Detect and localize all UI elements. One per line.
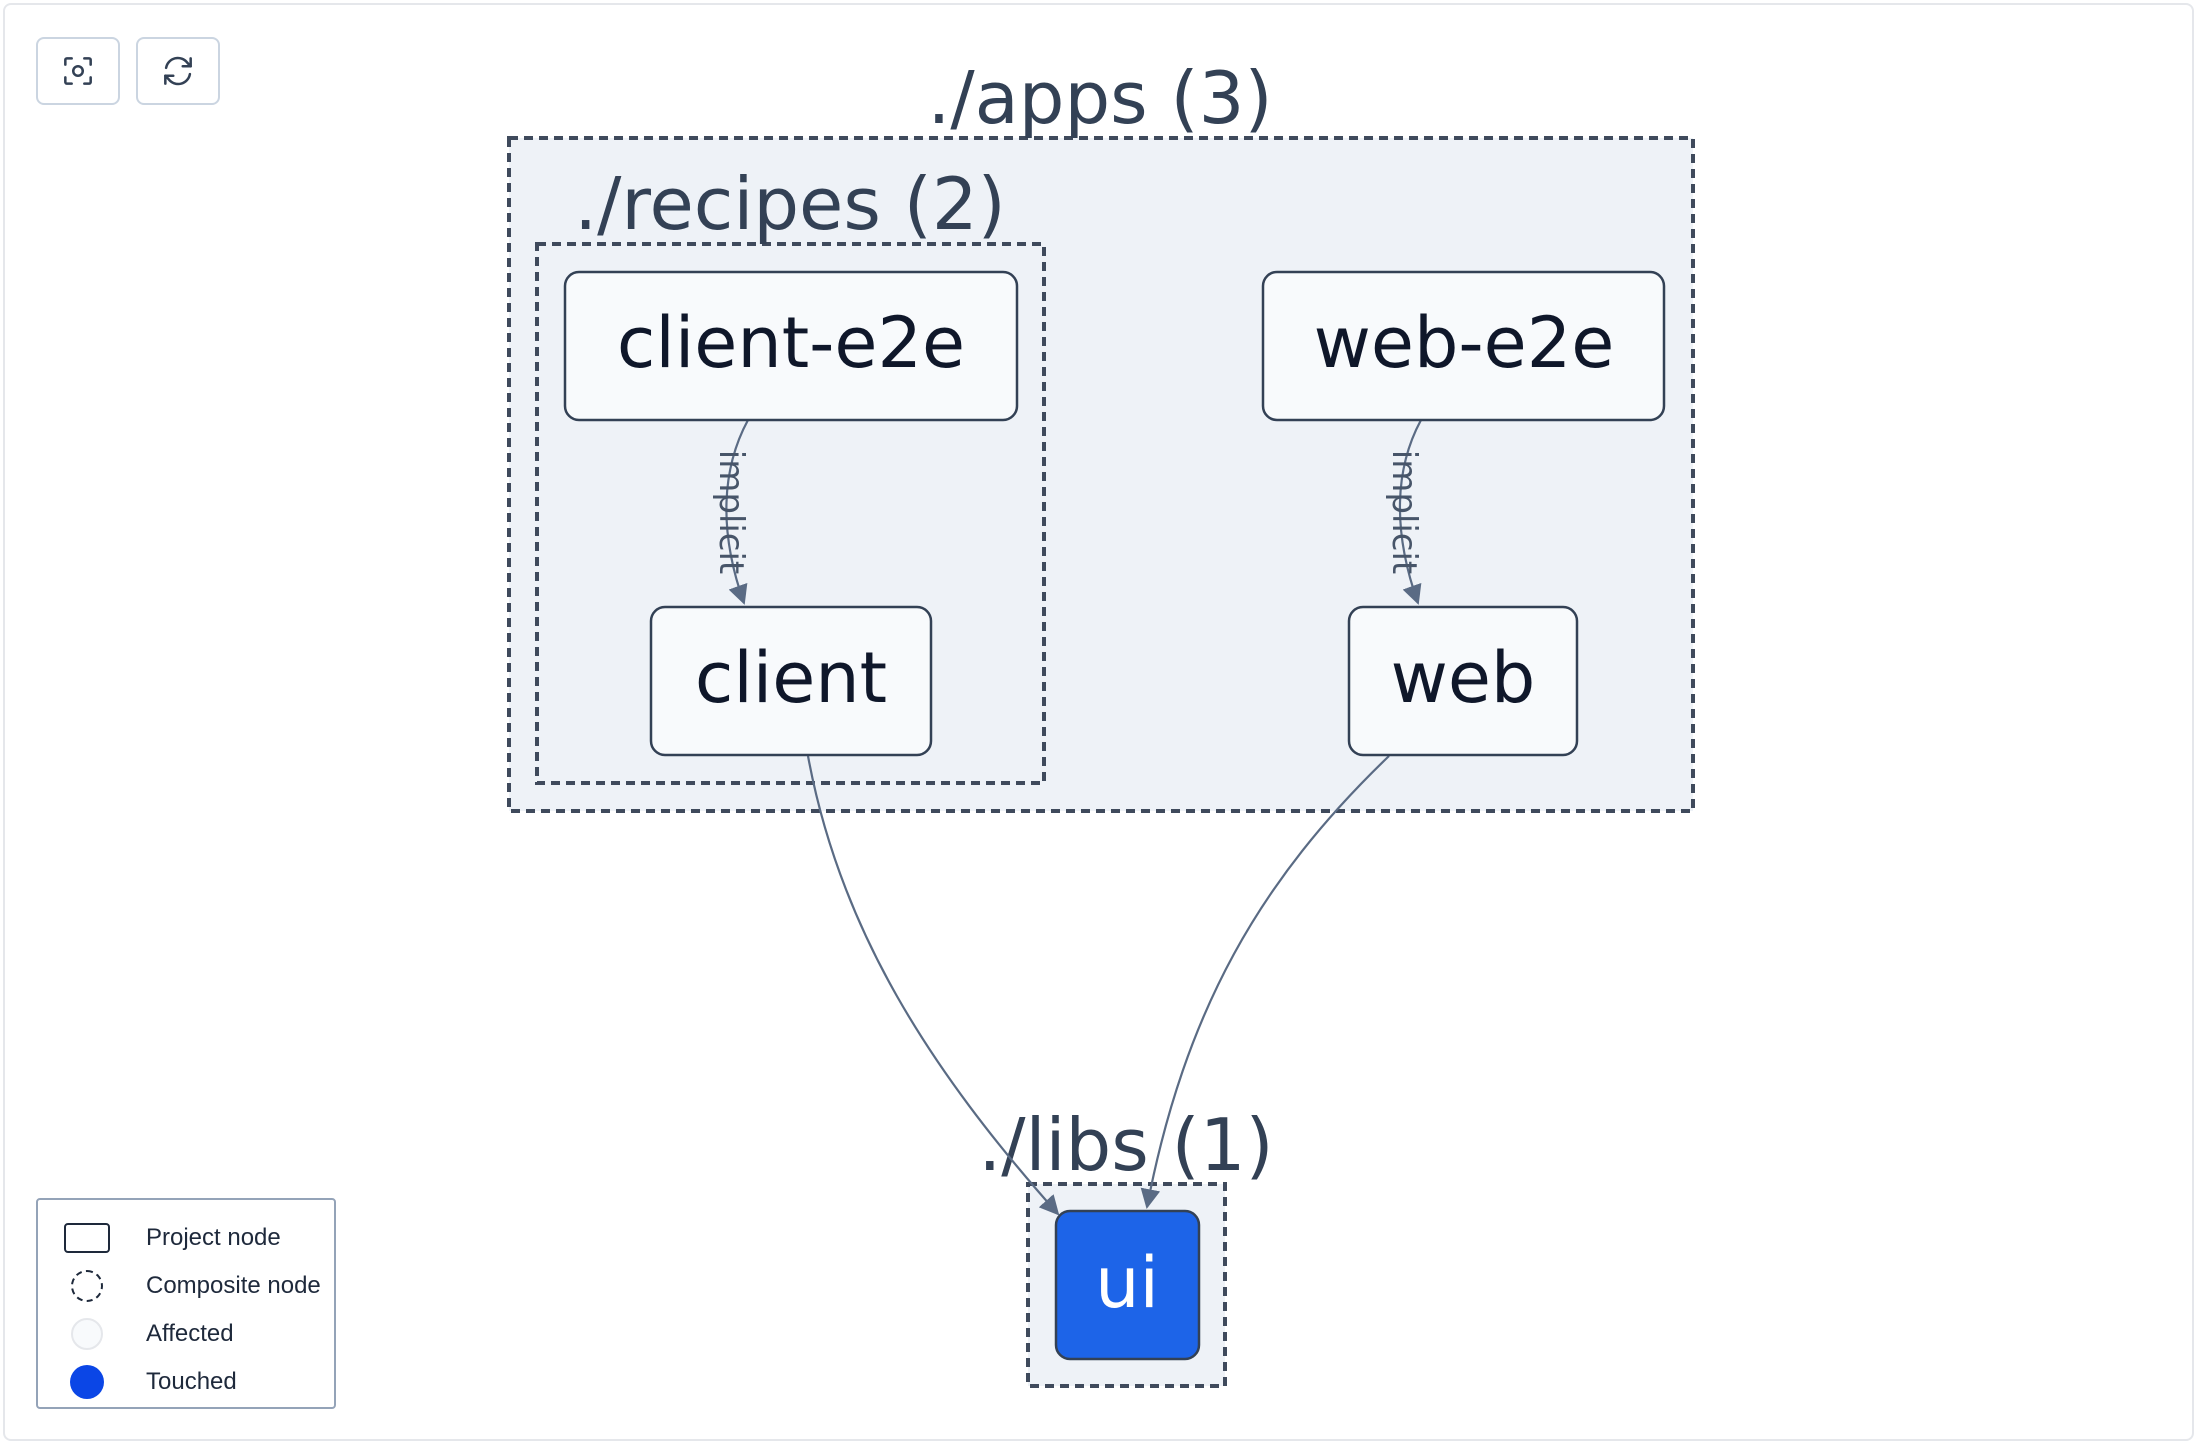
legend-item-project: Project node — [62, 1214, 334, 1262]
edge-label-implicit: implicit — [1384, 450, 1424, 575]
node-client[interactable]: client — [649, 605, 933, 757]
project-node-icon — [64, 1223, 110, 1253]
node-label: web-e2e — [1314, 302, 1615, 384]
node-label: client-e2e — [617, 302, 965, 384]
refresh-icon — [164, 56, 192, 86]
refresh-button[interactable] — [136, 37, 220, 105]
edge-web-e2e-to-web[interactable]: implicit — [1384, 419, 1424, 605]
node-label: client — [695, 637, 887, 719]
legend-label: Touched — [146, 1368, 237, 1395]
focus-camera-icon — [64, 57, 92, 85]
edge-client-to-ui[interactable] — [806, 755, 1060, 1216]
group-apps-label: ./apps (3) — [927, 56, 1272, 140]
affected-icon — [71, 1318, 103, 1350]
node-web-e2e[interactable]: web-e2e — [1261, 270, 1666, 422]
node-label: ui — [1095, 1242, 1159, 1324]
node-web[interactable]: web — [1347, 605, 1579, 757]
legend-item-touched: Touched — [62, 1358, 334, 1406]
touched-icon — [70, 1365, 104, 1399]
group-libs-label: ./libs (1) — [978, 1103, 1273, 1187]
legend: Project node Composite node Affected Tou… — [36, 1198, 336, 1409]
legend-item-affected: Affected — [62, 1310, 334, 1358]
legend-label: Composite node — [146, 1272, 321, 1299]
legend-item-composite: Composite node — [62, 1262, 334, 1310]
node-client-e2e[interactable]: client-e2e — [563, 270, 1019, 422]
legend-label: Affected — [146, 1320, 234, 1347]
composite-node-icon — [71, 1270, 103, 1302]
edge-client-e2e-to-client[interactable]: implicit — [711, 419, 751, 605]
node-label: web — [1391, 637, 1536, 719]
legend-label: Project node — [146, 1224, 281, 1251]
edge-web-to-ui[interactable] — [1140, 755, 1390, 1209]
node-ui[interactable]: ui — [1054, 1209, 1201, 1361]
focus-button[interactable] — [36, 37, 120, 105]
group-recipes-label: ./recipes (2) — [574, 162, 1005, 246]
edge-label-implicit: implicit — [711, 450, 751, 575]
